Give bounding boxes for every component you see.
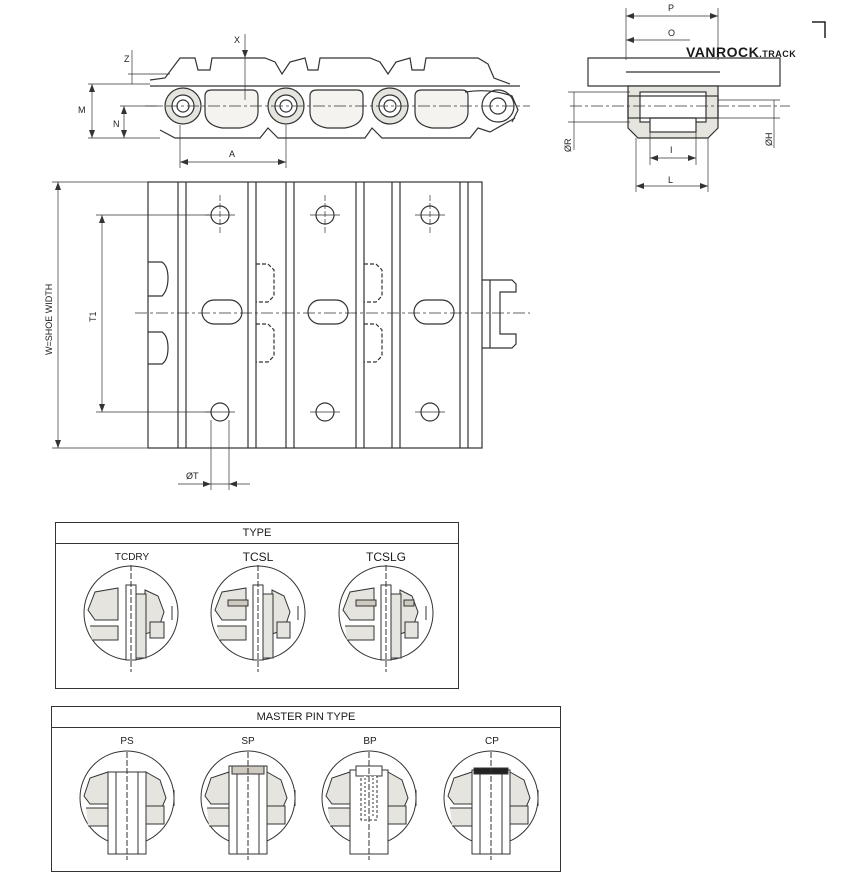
master-pin-label-bp: BP (363, 736, 377, 747)
dim-l-label: L (668, 175, 674, 185)
dim-z-label: Z (124, 54, 130, 64)
master-pin-label-cp: CP (485, 736, 499, 747)
dim-n-label: N (113, 119, 120, 129)
dim-a-label: A (229, 149, 236, 159)
dim-o-label: O (668, 28, 676, 38)
master-pin-detail-bp (321, 750, 417, 860)
master-pin-panel-title: MASTER PIN TYPE (52, 707, 560, 728)
dim-m-label: M (78, 105, 86, 115)
type-detail-tcslg (338, 565, 434, 672)
type-label-tcsl: TCSL (242, 550, 274, 564)
brand-logo: VANROCK.TRACK (686, 44, 796, 60)
master-pin-detail-ps (79, 750, 175, 860)
master-pin-detail-cp (443, 750, 539, 860)
type-panel-title: TYPE (56, 523, 458, 544)
master-pin-label-sp: SP (241, 736, 255, 747)
master-pin-detail-sp (200, 750, 296, 860)
type-label-tcslg: TCSLG (365, 550, 406, 564)
dim-i-label: I (670, 145, 673, 155)
type-detail-tcsl (210, 565, 306, 672)
dim-x-label: X (234, 35, 241, 45)
type-detail-tcdry (83, 565, 179, 672)
dim-p-label: P (668, 3, 675, 13)
dim-t-label: ØT (186, 471, 199, 481)
brand-logo-suffix: .TRACK (759, 49, 797, 59)
type-label-tcdry: TCDRY (114, 552, 150, 563)
master-pin-label-ps: PS (120, 736, 134, 747)
brand-logo-main: VANROCK (686, 44, 760, 60)
